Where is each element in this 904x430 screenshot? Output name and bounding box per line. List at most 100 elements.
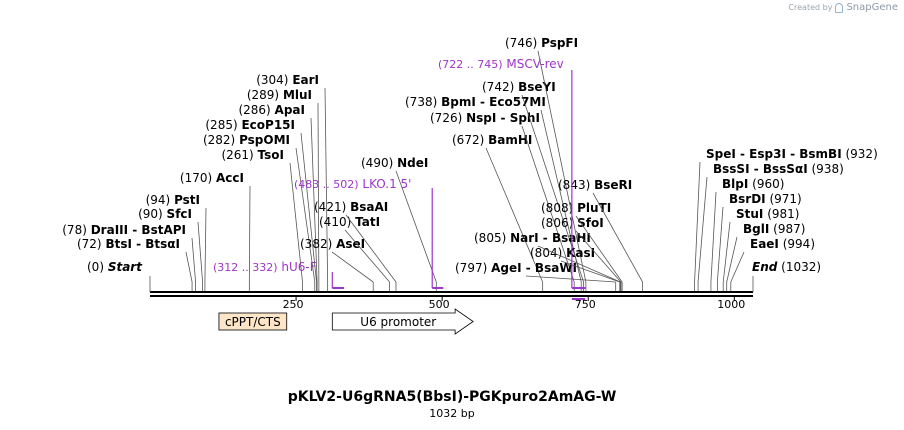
site-name: BsrDI <box>729 192 766 206</box>
primer-label: (483 .. 502) LKO.1 5' <box>294 177 411 191</box>
site-bgli: BglI (987) <box>726 222 805 291</box>
site-coord: (289) <box>247 88 279 102</box>
site-label: (843) BseRI <box>558 178 632 192</box>
site-bsrdi: BsrDI (971) <box>716 192 802 291</box>
site-label: (286) ApaI <box>238 103 305 117</box>
end-coord: (0) <box>87 260 104 274</box>
site-btsi: (72) BtsI - BtsαI <box>77 237 193 291</box>
site-label: EaeI (994) <box>750 237 815 251</box>
site-label: (285) EcoP15I <box>205 118 295 132</box>
snapgene-logo-icon <box>835 2 844 13</box>
site-pspfi: (746) PspFI <box>505 36 587 291</box>
site-coord: (806) <box>541 216 573 230</box>
site-connector <box>560 260 620 283</box>
site-name: StuI <box>736 207 763 221</box>
site-connector <box>295 147 316 283</box>
site-pspomi: (282) PspOMI <box>203 133 316 291</box>
credit-brand: SnapGene <box>846 2 898 13</box>
site-coord: (304) <box>256 73 288 87</box>
primer-range: (312 .. 332) <box>213 261 278 274</box>
start-marker: (0) Start <box>87 260 151 292</box>
site-coord: (282) <box>203 133 235 147</box>
site-label: BssSI - BssSαI (938) <box>713 162 844 176</box>
site-name: AccI <box>216 171 244 185</box>
site-tsoi: (261) TsoI <box>221 148 303 291</box>
site-connector <box>185 251 193 283</box>
site-coord: (971) <box>769 192 801 206</box>
feature-box <box>218 312 288 331</box>
site-coord: (805) <box>474 231 506 245</box>
site-name: TatI <box>355 215 380 229</box>
site-coord: (808) <box>541 201 573 215</box>
feature-u6-promoter: U6 promoter <box>331 308 474 335</box>
site-tati: (410) TatI <box>319 215 390 291</box>
site-name: KasI <box>566 246 595 260</box>
site-bseyi: (742) BseYI <box>482 80 584 291</box>
site-connector <box>344 229 390 283</box>
site-label: (804) KasI <box>530 246 595 260</box>
site-label: (382) AseI <box>300 237 365 251</box>
site-spei: SpeI - Esp3I - BsmBI (932) <box>694 147 878 291</box>
site-coord: (932) <box>845 147 877 161</box>
site-ecop15i: (285) EcoP15I <box>205 118 317 291</box>
site-connector <box>697 176 708 283</box>
site-label: (261) TsoI <box>221 148 284 162</box>
site-label: (490) NdeI <box>361 156 428 170</box>
site-name: BsaAI <box>350 200 388 214</box>
site-ndei: (490) NdeI <box>361 156 437 291</box>
site-sphi: (726) NspI - SphI <box>430 111 575 291</box>
site-coord: (672) <box>452 133 484 147</box>
site-name: TsoI <box>258 148 284 162</box>
site-coord: (797) <box>455 261 487 275</box>
end-label: (0) Start <box>87 260 143 274</box>
site-name: AseI <box>336 237 365 251</box>
site-label: (797) AgeI - BsaWI <box>455 261 577 275</box>
site-connector <box>300 132 317 283</box>
site-agei: (797) AgeI - BsaWI <box>455 261 617 291</box>
site-acci: (170) AccI <box>180 171 251 291</box>
site-name: BglI <box>743 222 769 236</box>
site-coord: (843) <box>558 178 590 192</box>
site-bamhi: (672) BamHI <box>452 133 544 291</box>
site-name: PspOMI <box>239 133 290 147</box>
site-draiii: (78) DraIII - BstAPI <box>62 223 196 291</box>
site-name: PspFI <box>541 36 578 50</box>
credit-prefix: Created by <box>788 3 833 12</box>
primer-name: hU6-F <box>281 260 316 274</box>
site-eaei: EaeI (994) <box>730 237 815 291</box>
site-name: MluI <box>283 88 312 102</box>
site-label: (805) NarI - BsaHI <box>474 231 591 245</box>
site-blpi: BlpI (960) <box>710 177 784 291</box>
primer-label: (312 .. 332) hU6-F <box>213 260 317 274</box>
primer-lko-1-5: (483 .. 502) LKO.1 5' <box>294 177 444 289</box>
site-connector <box>537 245 621 283</box>
site-connector <box>575 215 623 283</box>
site-coord: (94) <box>146 193 171 207</box>
site-coord: (804) <box>530 246 562 260</box>
site-asei: (382) AseI <box>300 237 374 291</box>
site-connector <box>317 102 320 283</box>
site-label: (410) TatI <box>319 215 380 229</box>
feature-label: U6 promoter <box>360 315 436 329</box>
site-coord: (72) <box>77 237 102 251</box>
site-coord: (746) <box>505 36 537 50</box>
site-connector <box>726 236 738 283</box>
site-name: BssSI - BssSαI <box>713 162 808 176</box>
site-name: SpeI - Esp3I - BsmBI <box>706 147 842 161</box>
site-kasi: (804) KasI <box>530 246 621 291</box>
site-coord: (960) <box>752 177 784 191</box>
site-label: (738) BpmI - Eco57MI <box>405 95 546 109</box>
site-nari: (805) NarI - BsaHI <box>474 231 621 291</box>
primer-name: MSCV-rev <box>506 57 563 71</box>
site-pluti: (808) PluTI <box>541 201 623 291</box>
end-name: End <box>752 260 778 274</box>
site-coord: (490) <box>361 156 393 170</box>
site-psti: (94) PstI <box>146 193 207 291</box>
primer-name: LKO.1 5' <box>362 177 411 191</box>
site-label: (421) BsaAI <box>314 200 388 214</box>
site-name: NdeI <box>397 156 428 170</box>
primer-range: (722 .. 745) <box>438 58 503 71</box>
site-name: BlpI <box>722 177 748 191</box>
site-coord: (726) <box>430 111 462 125</box>
